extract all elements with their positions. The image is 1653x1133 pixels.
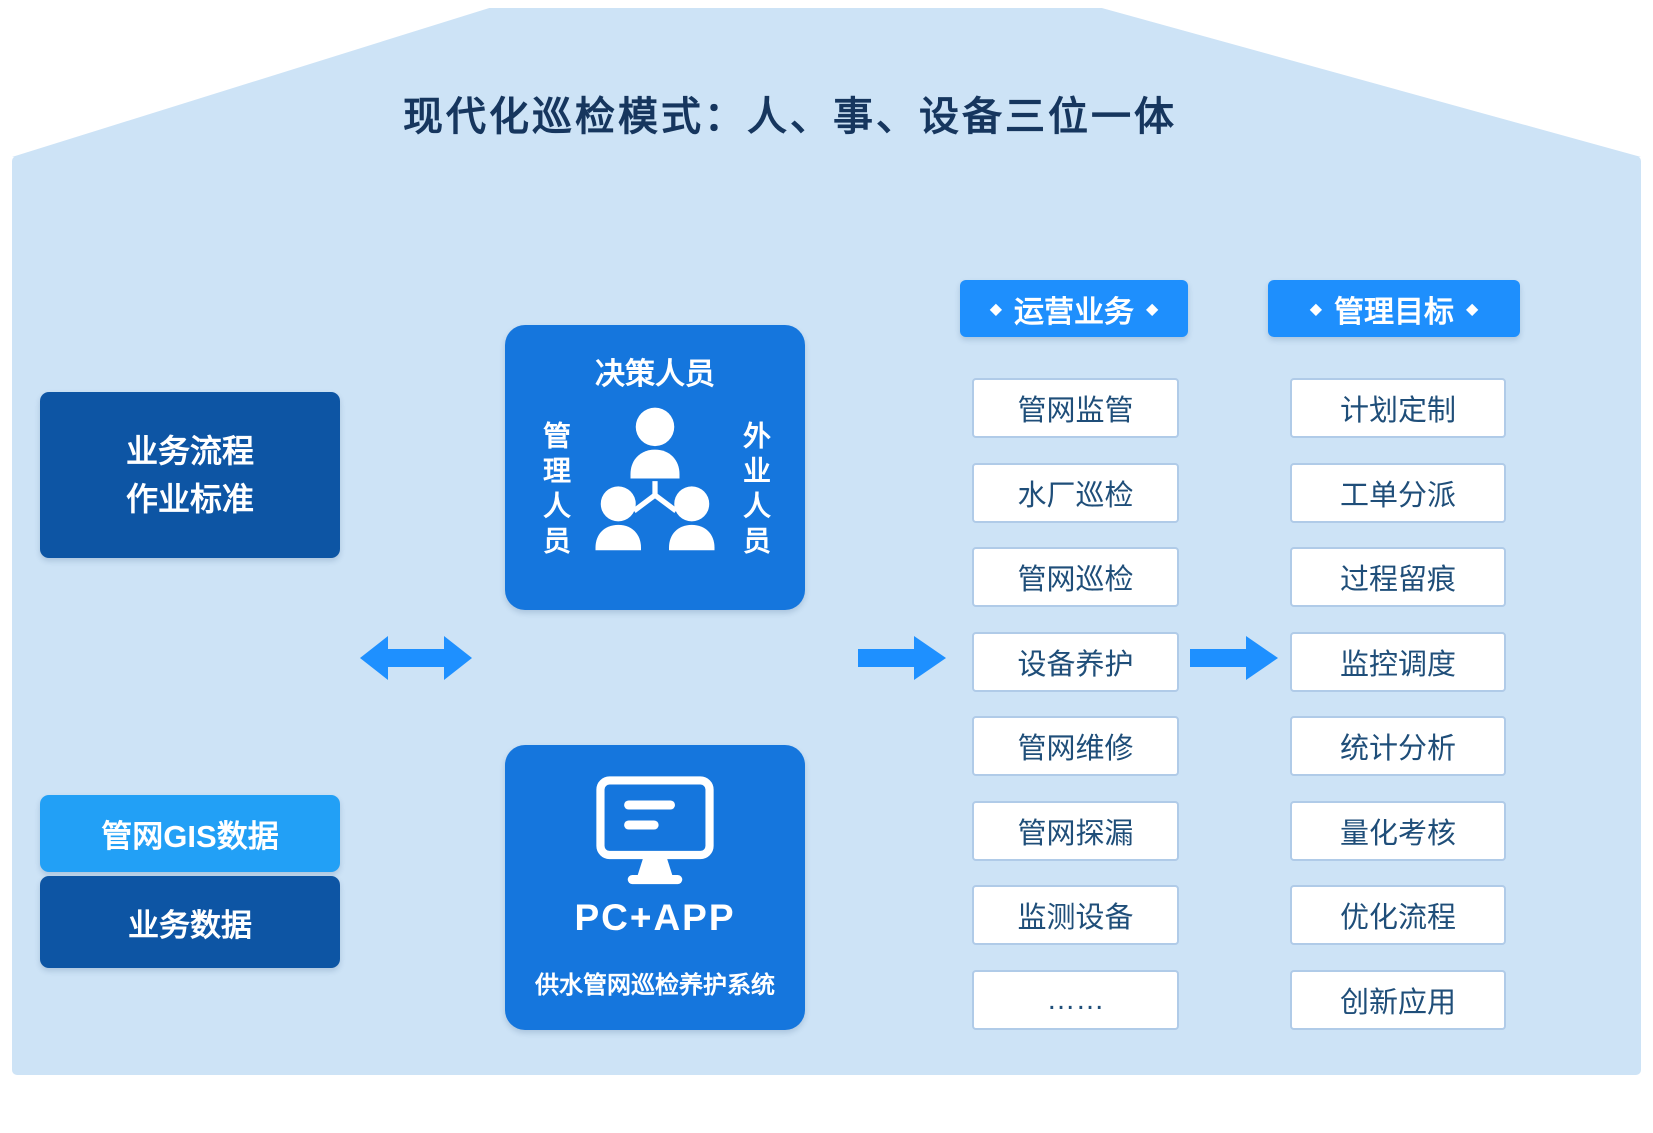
goals-item: 工单分派 [1290, 463, 1506, 523]
ops-item: 管网巡检 [972, 547, 1179, 607]
diamond-icon: ◆ [1146, 300, 1159, 318]
system-name-label: 供水管网巡检养护系统 [535, 972, 775, 999]
system-box: PC+APP 供水管网巡检养护系统 [505, 745, 805, 1030]
ops-item: 管网监管 [972, 378, 1179, 438]
diamond-icon: ◆ [1466, 300, 1479, 318]
management-personnel-label: 管理人员 [540, 421, 571, 561]
right-arrow-icon [858, 636, 946, 680]
standards-box: 业务流程 作业标准 [40, 392, 340, 558]
pc-app-label: PC+APP [574, 897, 736, 938]
goals-item: 计划定制 [1290, 378, 1506, 438]
goals-item: 量化考核 [1290, 801, 1506, 861]
ops-item: …… [972, 970, 1179, 1030]
goals-item: 优化流程 [1290, 885, 1506, 945]
standards-line1: 业务流程 [125, 433, 254, 469]
decision-personnel-label: 决策人员 [595, 358, 715, 391]
double-arrow-icon [360, 636, 472, 680]
ops-item: 管网维修 [972, 716, 1179, 776]
business-data-box: 业务数据 [40, 876, 340, 968]
people-group-icon [595, 407, 715, 551]
right-arrow-icon [1190, 636, 1278, 680]
goals-header: ◆ 管理目标 ◆ [1268, 280, 1520, 337]
standards-line2: 作业标准 [125, 481, 254, 517]
diagram-title: 现代化巡检模式：人、事、设备三位一体 [403, 95, 1177, 139]
ops-item: 管网探漏 [972, 801, 1179, 861]
diamond-icon: ◆ [989, 300, 1002, 318]
ops-item: 水厂巡检 [972, 463, 1179, 523]
goals-item: 统计分析 [1290, 716, 1506, 776]
goals-item: 创新应用 [1290, 970, 1506, 1030]
monitor-icon [596, 776, 714, 885]
goals-header-label: 管理目标 [1334, 295, 1454, 329]
personnel-box: 决策人员 管理人员 外业人员 [505, 325, 805, 610]
ops-item: 监测设备 [972, 885, 1179, 945]
operations-header-label: 运营业务 [1014, 295, 1134, 329]
goals-item: 过程留痕 [1290, 547, 1506, 607]
gis-data-box: 管网GIS数据 [40, 795, 340, 872]
diamond-icon: ◆ [1309, 300, 1322, 318]
operations-header: ◆ 运营业务 ◆ [960, 280, 1188, 337]
ops-item: 设备养护 [972, 632, 1179, 692]
field-personnel-label: 外业人员 [740, 421, 771, 561]
goals-item: 监控调度 [1290, 632, 1506, 692]
